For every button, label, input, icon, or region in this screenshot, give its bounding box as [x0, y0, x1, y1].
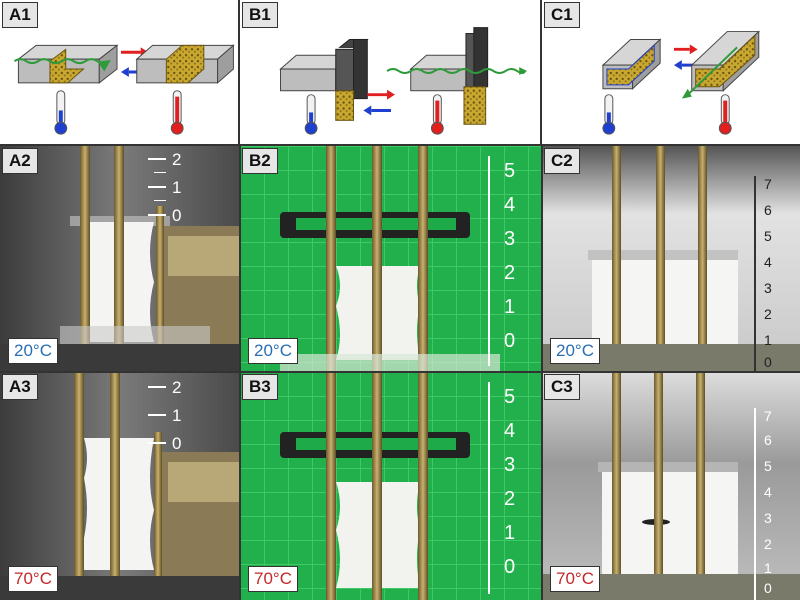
ruler-scale: 2 1 0 [148, 150, 188, 230]
wave-arrow [13, 58, 111, 72]
ruler-tick-label: 1 [764, 332, 772, 348]
schematic-c1 [601, 30, 761, 135]
photo-a3 [0, 372, 240, 600]
ruler-tick-label: 0 [172, 434, 182, 453]
arrow-right-icon [673, 44, 698, 55]
ruler-tick-label: 4 [504, 420, 516, 442]
wave-arrow [386, 68, 527, 74]
photo-c2 [542, 146, 800, 372]
temperature-label: 20°C [248, 338, 298, 364]
block-expanded [409, 27, 489, 125]
panel-label: A3 [2, 374, 38, 400]
block-compressed [601, 38, 662, 90]
temperature-label: 70°C [550, 566, 600, 592]
panel-b3: B3 70°C 5 4 3 2 1 0 [240, 372, 542, 600]
block-compressed [16, 44, 119, 84]
photo-c3 [542, 372, 800, 600]
panel-a1: A1 [0, 0, 240, 146]
photo-b3 [240, 372, 542, 600]
panel-label: C3 [544, 374, 580, 400]
panel-c2: C2 20°C 7 6 5 4 3 2 1 0 [542, 146, 800, 372]
ruler-tick-label: 5 [504, 386, 516, 408]
panel-label: B3 [242, 374, 278, 400]
divider [0, 371, 800, 373]
ruler-tick-label: 0 [764, 580, 772, 596]
temperature-label: 20°C [550, 338, 600, 364]
ruler-tick-label: 7 [764, 408, 772, 424]
block-expanded [135, 44, 235, 84]
thermometer-cold-icon [304, 94, 318, 135]
panel-b2: B2 20°C 5 4 3 2 1 0 [240, 146, 542, 372]
temperature-label: 70°C [248, 566, 298, 592]
ruler-tick-label: 2 [764, 306, 772, 322]
ruler-tick-label: 4 [764, 254, 772, 270]
panel-label: A2 [2, 148, 38, 174]
ruler-tick-label: 0 [504, 330, 516, 352]
panel-label: C1 [544, 2, 580, 28]
ruler-tick-label: 2 [504, 262, 516, 284]
thermometer-hot-icon [170, 90, 184, 135]
ruler-tick-label: 3 [764, 510, 772, 526]
foam-sample [602, 472, 738, 574]
ruler-tick-label: 5 [764, 458, 772, 474]
panel-c1: C1 [542, 0, 800, 146]
ruler-tick-label: 1 [172, 178, 182, 197]
ruler-tick-label: 0 [172, 206, 182, 225]
arrow-right-icon [367, 89, 395, 100]
ruler-tick-label: 1 [172, 406, 182, 425]
ruler-tick-label: 2 [504, 488, 516, 510]
ruler-tick-label: 3 [504, 454, 516, 476]
panel-label: A1 [2, 2, 38, 28]
ruler-tick-label: 6 [764, 432, 772, 448]
thermometer-hot-icon [430, 94, 444, 135]
thermometer-cold-icon [602, 94, 616, 135]
wave-arrow [681, 88, 692, 99]
ruler-tick-label: 3 [504, 228, 516, 250]
schematic-b1 [279, 27, 528, 135]
panel-c3: C3 70°C 7 6 5 4 3 2 1 0 [542, 372, 800, 600]
ruler-scale: 7 6 5 4 3 2 1 0 [746, 176, 798, 372]
ruler-tick-label: 0 [504, 556, 516, 578]
panel-label: B1 [242, 2, 278, 28]
ruler-scale: 2 1 0 [148, 378, 188, 458]
ruler-tick-label: 4 [764, 484, 772, 500]
ruler-tick-label: 3 [764, 280, 772, 296]
thermometer-hot-icon [718, 94, 732, 135]
ruler-tick-label: 2 [764, 536, 772, 552]
panel-label: B2 [242, 148, 278, 174]
ruler-scale: 7 6 5 4 3 2 1 0 [746, 408, 798, 600]
ruler-tick-label: 1 [504, 522, 516, 544]
ruler-tick-label: 2 [172, 378, 182, 397]
divider [541, 146, 543, 600]
thermometer-cold-icon [54, 90, 68, 135]
panel-a3: A3 70°C 2 1 0 [0, 372, 240, 600]
photo-b2 [240, 146, 542, 372]
ruler-tick-label: 1 [764, 560, 772, 576]
ruler-tick-label: 7 [764, 176, 772, 192]
ruler-tick-label: 0 [764, 354, 772, 370]
block-compressed [279, 38, 369, 121]
ruler-tick-label: 1 [504, 296, 516, 318]
ruler-tick-label: 2 [172, 150, 182, 169]
temperature-label: 20°C [8, 338, 58, 364]
ruler-tick-label: 5 [764, 228, 772, 244]
ruler-scale: 5 4 3 2 1 0 [480, 156, 540, 366]
arrow-left-icon [363, 105, 391, 116]
ruler-tick-label: 5 [504, 160, 516, 182]
ruler-tick-label: 4 [504, 194, 516, 216]
panel-label: C2 [544, 148, 580, 174]
divider [239, 146, 241, 600]
panel-b1: B1 [240, 0, 542, 146]
ruler-tick-label: 6 [764, 202, 772, 218]
schematic-a1 [13, 44, 235, 135]
temperature-label: 70°C [8, 566, 58, 592]
ruler-scale: 5 4 3 2 1 0 [480, 382, 540, 594]
panel-a2: A2 20°C 2 1 0 [0, 146, 240, 372]
photo-a2 [0, 146, 240, 372]
